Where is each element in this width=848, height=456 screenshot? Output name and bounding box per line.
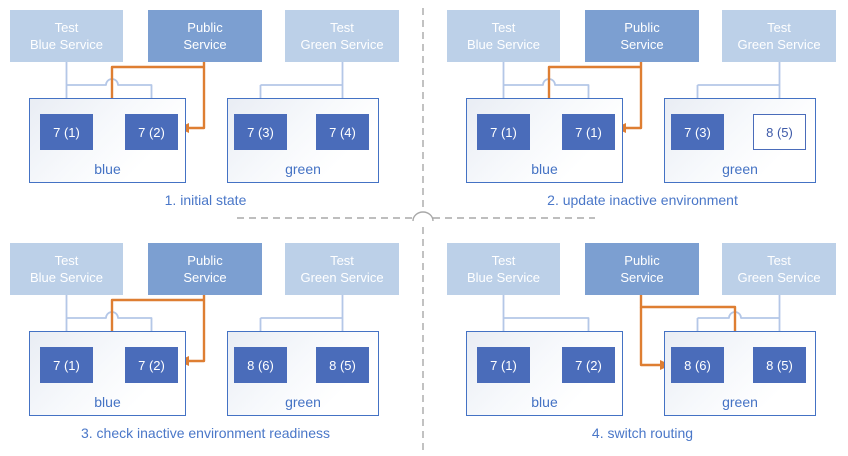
node-label: Test — [330, 20, 354, 35]
node-label: Service — [183, 37, 227, 52]
step-caption: 4. switch routing — [591, 425, 694, 441]
environment-blue-label: blue — [94, 394, 121, 410]
node-label: Public — [187, 20, 223, 35]
pod-blue-2: 7 (1) — [562, 114, 615, 150]
pod-blue-1: 7 (1) — [40, 347, 93, 383]
node-public-service: Public Service — [585, 243, 699, 295]
pod-green-2-new-version: 8 (5) — [753, 114, 806, 150]
step-caption: 2. update inactive environment — [547, 192, 738, 208]
node-test-blue-service: Test Blue Service — [10, 10, 123, 62]
node-test-green-service: Test Green Service — [285, 10, 399, 62]
node-label: Service — [620, 270, 664, 285]
node-label: Blue Service — [30, 270, 103, 285]
divider-crossing-hop — [412, 211, 434, 222]
environment-blue-label: blue — [94, 161, 121, 177]
node-label: Test — [491, 20, 516, 35]
pod-green-1: 8 (6) — [234, 347, 287, 383]
environment-green-label: green — [285, 161, 321, 177]
quadrant-4-switch-routing: Test Blue Service Public Service Test Gr… — [437, 233, 848, 456]
environment-green-label: green — [285, 394, 321, 410]
node-public-service: Public Service — [585, 10, 699, 62]
node-test-blue-service: Test Blue Service — [447, 243, 560, 295]
pod-green-1: 8 (6) — [671, 347, 724, 383]
pod-blue-1: 7 (1) — [477, 114, 530, 150]
quadrant-3-check-readiness: Test Blue Service Public Service Test Gr… — [0, 233, 411, 456]
node-label: Test — [54, 253, 79, 268]
pod-green-2: 8 (5) — [316, 347, 369, 383]
node-label: Test — [491, 253, 516, 268]
node-test-green-service: Test Green Service — [285, 243, 399, 295]
node-label: Green Service — [300, 270, 384, 285]
node-public-service: Public Service — [148, 10, 262, 62]
node-label: Green Service — [737, 37, 821, 52]
node-test-green-service: Test Green Service — [722, 10, 836, 62]
step-caption: 1. initial state — [164, 192, 247, 208]
pod-blue-2: 7 (2) — [125, 347, 178, 383]
node-label: Public — [624, 253, 660, 268]
node-label: Public — [624, 20, 660, 35]
pod-green-2: 8 (5) — [753, 347, 806, 383]
node-label: Test — [330, 253, 354, 268]
node-label: Test — [767, 253, 791, 268]
environment-blue-label: blue — [531, 394, 558, 410]
pod-green-2: 7 (4) — [316, 114, 369, 150]
environment-green-label: green — [722, 161, 758, 177]
pod-blue-2: 7 (2) — [562, 347, 615, 383]
node-label: Service — [620, 37, 664, 52]
node-test-green-service: Test Green Service — [722, 243, 836, 295]
pod-green-1: 7 (3) — [234, 114, 287, 150]
node-test-blue-service: Test Blue Service — [447, 10, 560, 62]
quadrant-1-initial-state: Test Blue Service Public Service Test Gr… — [0, 0, 411, 223]
node-label: Public — [187, 253, 223, 268]
node-label: Blue Service — [467, 37, 540, 52]
node-label: Green Service — [737, 270, 821, 285]
node-label: Test — [54, 20, 79, 35]
pod-blue-1: 7 (1) — [40, 114, 93, 150]
node-public-service: Public Service — [148, 243, 262, 295]
node-label: Blue Service — [30, 37, 103, 52]
node-label: Service — [183, 270, 227, 285]
pod-blue-2: 7 (2) — [125, 114, 178, 150]
environment-blue-label: blue — [531, 161, 558, 177]
node-label: Blue Service — [467, 270, 540, 285]
node-test-blue-service: Test Blue Service — [10, 243, 123, 295]
node-label: Test — [767, 20, 791, 35]
pod-blue-1: 7 (1) — [477, 347, 530, 383]
node-label: Green Service — [300, 37, 384, 52]
quadrant-2-update-inactive: Test Blue Service Public Service Test Gr… — [437, 0, 848, 223]
environment-green-label: green — [722, 394, 758, 410]
pod-green-1: 7 (3) — [671, 114, 724, 150]
step-caption: 3. check inactive environment readiness — [80, 425, 331, 441]
